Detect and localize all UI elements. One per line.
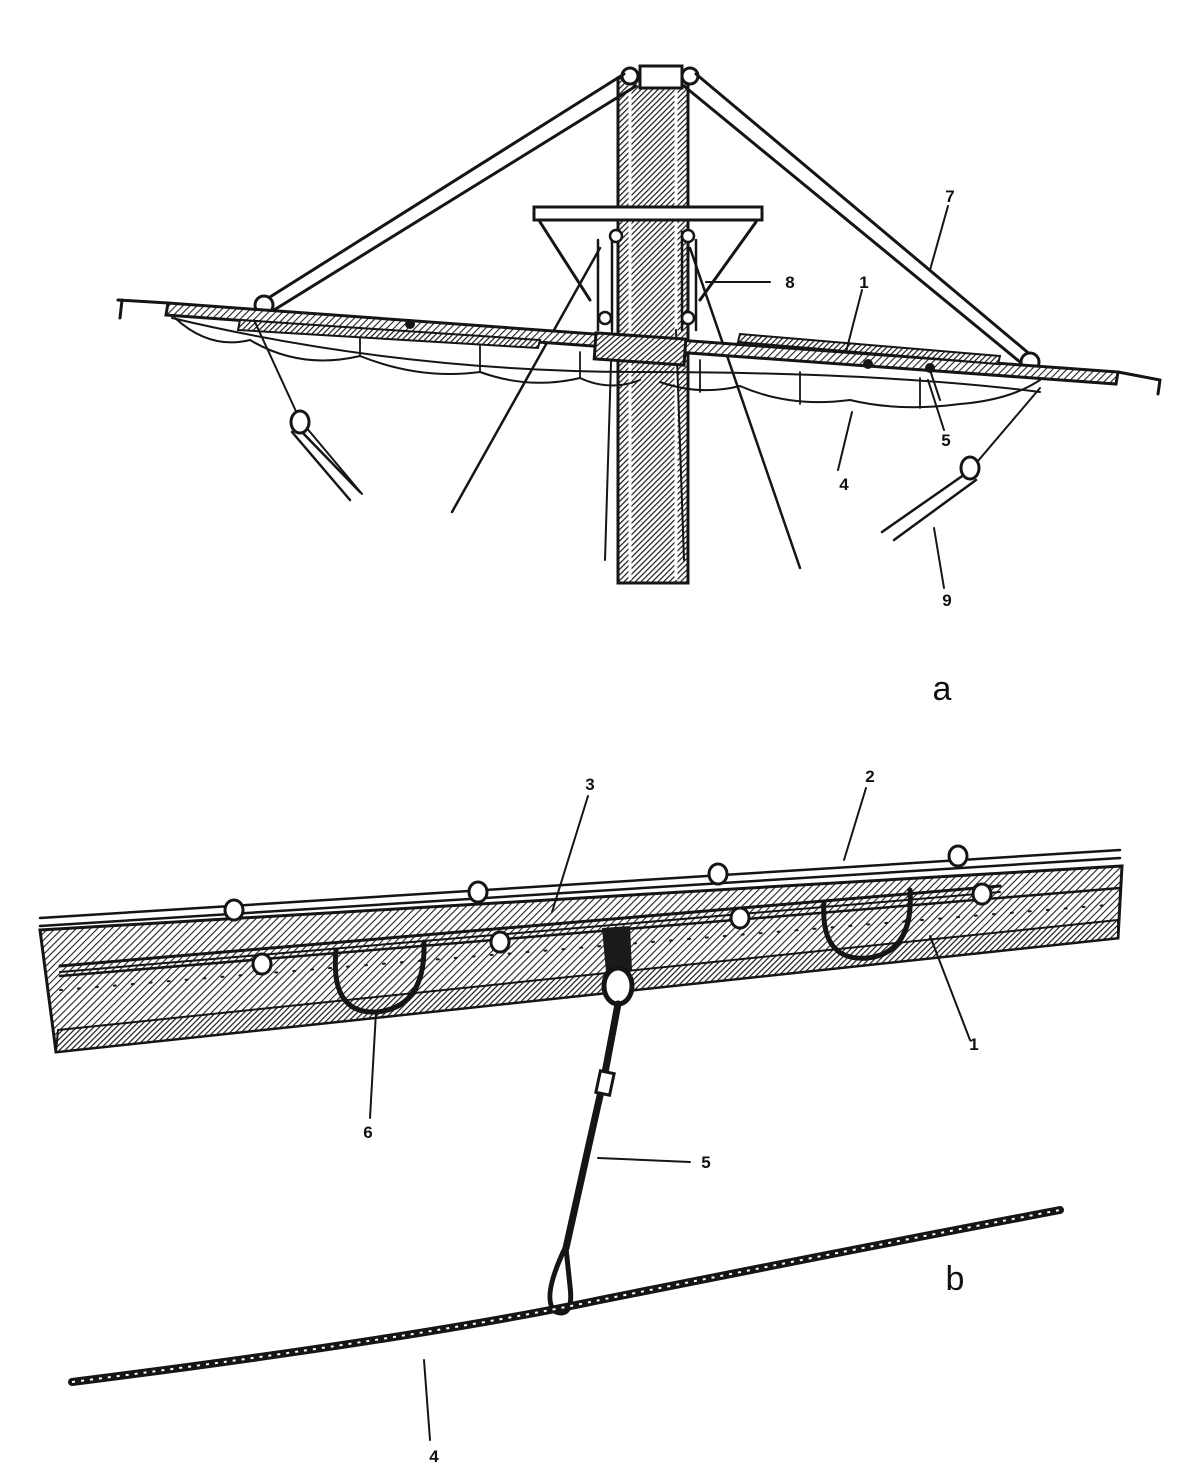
label-b-4: 4 [429,1447,439,1466]
furled-sail-bunts [174,317,1041,409]
eyebolts [223,844,993,976]
footrope-b [68,1206,1064,1386]
panel-b: 3 2 1 6 5 4 b [38,767,1124,1466]
jackstay-rods [58,884,1002,973]
label-b-6: 6 [363,1123,372,1142]
yard [116,298,1162,396]
label-a-5: 5 [941,431,950,450]
label-a-4: 4 [839,475,849,494]
label-b-5: 5 [701,1153,710,1172]
braces [253,319,1041,542]
label-b-2: 2 [865,767,874,786]
label-b-3: 3 [585,775,594,794]
panel-a: 7 8 1 5 4 9 a [116,64,1162,708]
label-a-1: 1 [859,273,868,292]
label-a-9: 9 [942,591,951,610]
panel-a-leader-lines [705,205,949,589]
yard-section [38,864,1124,1054]
panel-a-caption: a [933,670,952,708]
panel-b-caption: b [946,1260,965,1298]
shrouds [450,246,802,570]
label-b-1: 1 [969,1035,978,1054]
crosstree-platform [532,205,764,332]
label-a-7: 7 [945,187,954,206]
panel-b-leader-lines [369,787,971,1441]
stirrup [547,926,635,1316]
topping-lift-ropes [253,72,1041,373]
label-a-8: 8 [785,273,794,292]
